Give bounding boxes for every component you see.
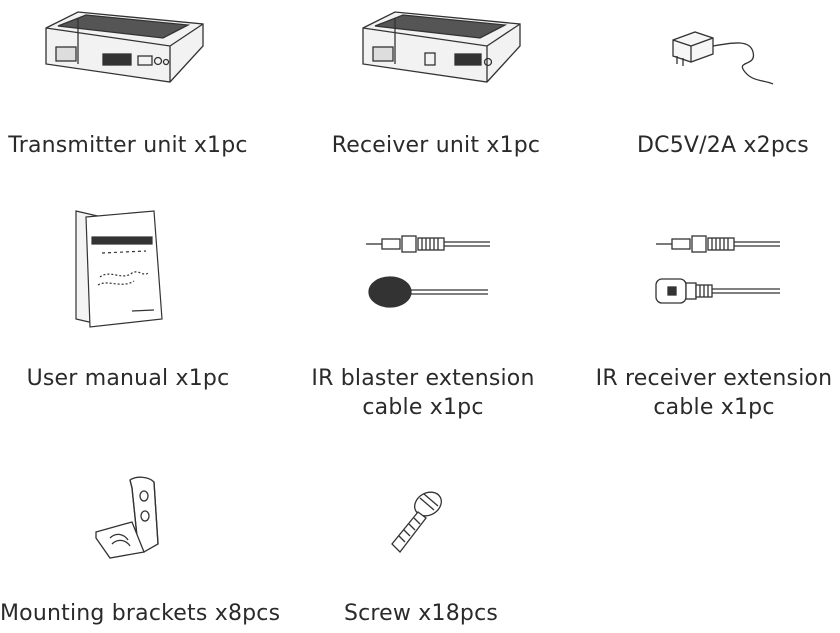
receiver-unit-icon (355, 6, 525, 88)
transmitter-unit-icon (38, 6, 208, 88)
ir-receiver-label-line2: cable x1pc (653, 395, 775, 420)
screw-icon (382, 486, 448, 558)
ir-blaster-cable-icon (362, 230, 494, 316)
screw-label: Screw x18pcs (343, 601, 499, 626)
mounting-bracket-icon (92, 474, 172, 559)
ir-blaster-label-line2: cable x1pc (362, 395, 484, 420)
power-adapter-label: DC5V/2A x2pcs (637, 133, 809, 158)
receiver-label: Receiver unit x1pc (331, 133, 541, 158)
user-manual-icon (72, 207, 167, 329)
ir-receiver-cable-icon (652, 230, 784, 316)
power-adapter-icon (665, 22, 785, 92)
ir-blaster-label-line1: IR blaster extension (311, 366, 535, 391)
ir-receiver-label-line1: IR receiver extension (595, 366, 833, 391)
user-manual-label: User manual x1pc (26, 366, 230, 391)
mounting-bracket-label: Mounting brackets x8pcs (0, 601, 281, 626)
transmitter-label: Transmitter unit x1pc (8, 133, 248, 158)
